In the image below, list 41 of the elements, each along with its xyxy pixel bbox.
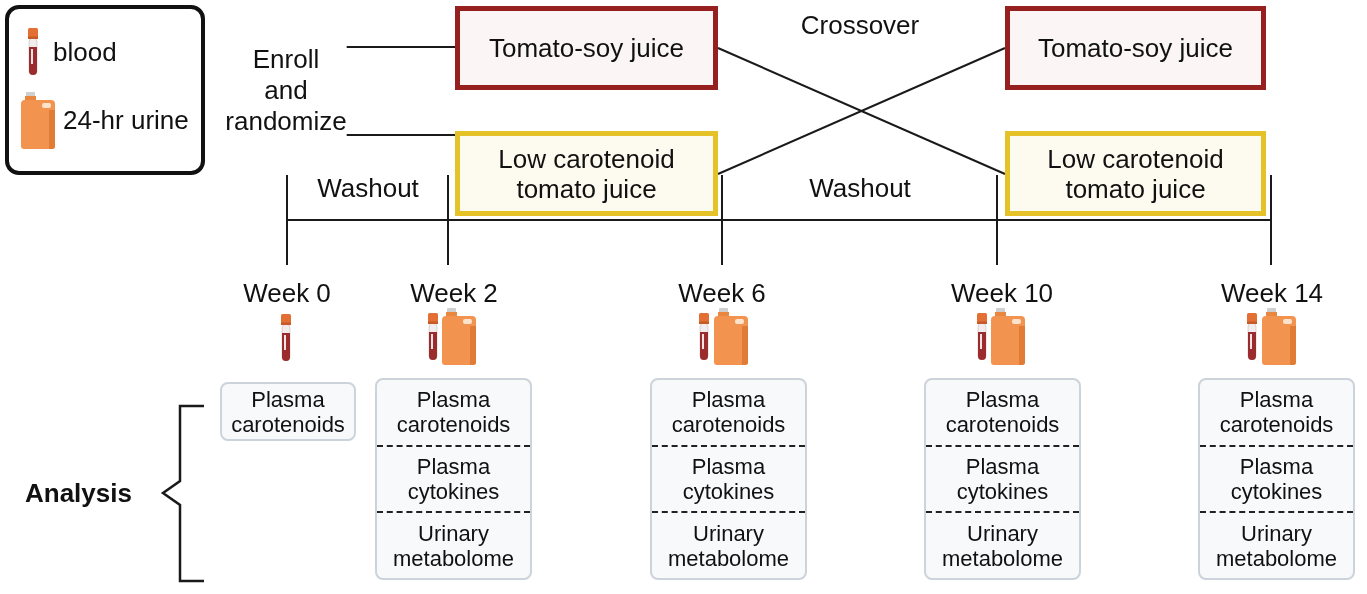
analysis-box xyxy=(220,382,356,441)
week-label: Week 14 xyxy=(1220,278,1324,308)
box-text: Tomato-soy juice xyxy=(488,33,685,63)
connector-line xyxy=(345,134,456,136)
analysis-box xyxy=(924,378,1081,580)
analysis-text: Plasma cytokines xyxy=(956,454,1049,504)
analysis-text: Plasma carotenoids xyxy=(1219,387,1334,438)
connector-line xyxy=(345,46,456,48)
treatment-box xyxy=(1005,6,1266,90)
analysis-text: Plasma carotenoids xyxy=(396,387,511,438)
phase-label: Washout xyxy=(809,173,911,203)
legend-text: 24-hr urine xyxy=(63,105,189,135)
legend-text: blood xyxy=(53,37,117,67)
analysis-text: Urinary metabolome xyxy=(392,520,515,571)
box-text: Tomato-soy juice xyxy=(1037,33,1234,63)
week-label: Week 6 xyxy=(678,278,766,308)
analysis-text: Plasma cytokines xyxy=(1230,454,1323,504)
stage-label: Enroll and randomize xyxy=(225,44,347,137)
analysis-text: Plasma carotenoids xyxy=(231,386,345,437)
treatment-box xyxy=(1005,131,1266,216)
treatment-box xyxy=(455,6,718,90)
analysis-label: Analysis xyxy=(25,478,132,508)
analysis-box xyxy=(375,378,532,580)
analysis-box xyxy=(650,378,807,580)
analysis-text: Urinary metabolome xyxy=(1215,520,1338,571)
analysis-text: Urinary metabolome xyxy=(941,520,1064,571)
analysis-box xyxy=(1198,378,1355,580)
treatment-box xyxy=(455,131,718,216)
analysis-text: Plasma carotenoids xyxy=(945,387,1060,438)
week-label: Week 2 xyxy=(410,278,498,308)
phase-label: Washout xyxy=(317,173,419,203)
crossing-lines xyxy=(717,47,1006,175)
analysis-text: Plasma carotenoids xyxy=(671,387,786,438)
phase-label: Crossover xyxy=(800,10,920,40)
analysis-text: Plasma cytokines xyxy=(682,454,775,504)
box-text: Low carotenoid tomato juice xyxy=(1046,143,1225,204)
box-text: Low carotenoid tomato juice xyxy=(497,143,676,204)
analysis-text: Urinary metabolome xyxy=(667,520,790,571)
week-label: Week 10 xyxy=(950,278,1054,308)
week-label: Week 0 xyxy=(243,278,331,308)
analysis-text: Plasma cytokines xyxy=(407,454,500,504)
